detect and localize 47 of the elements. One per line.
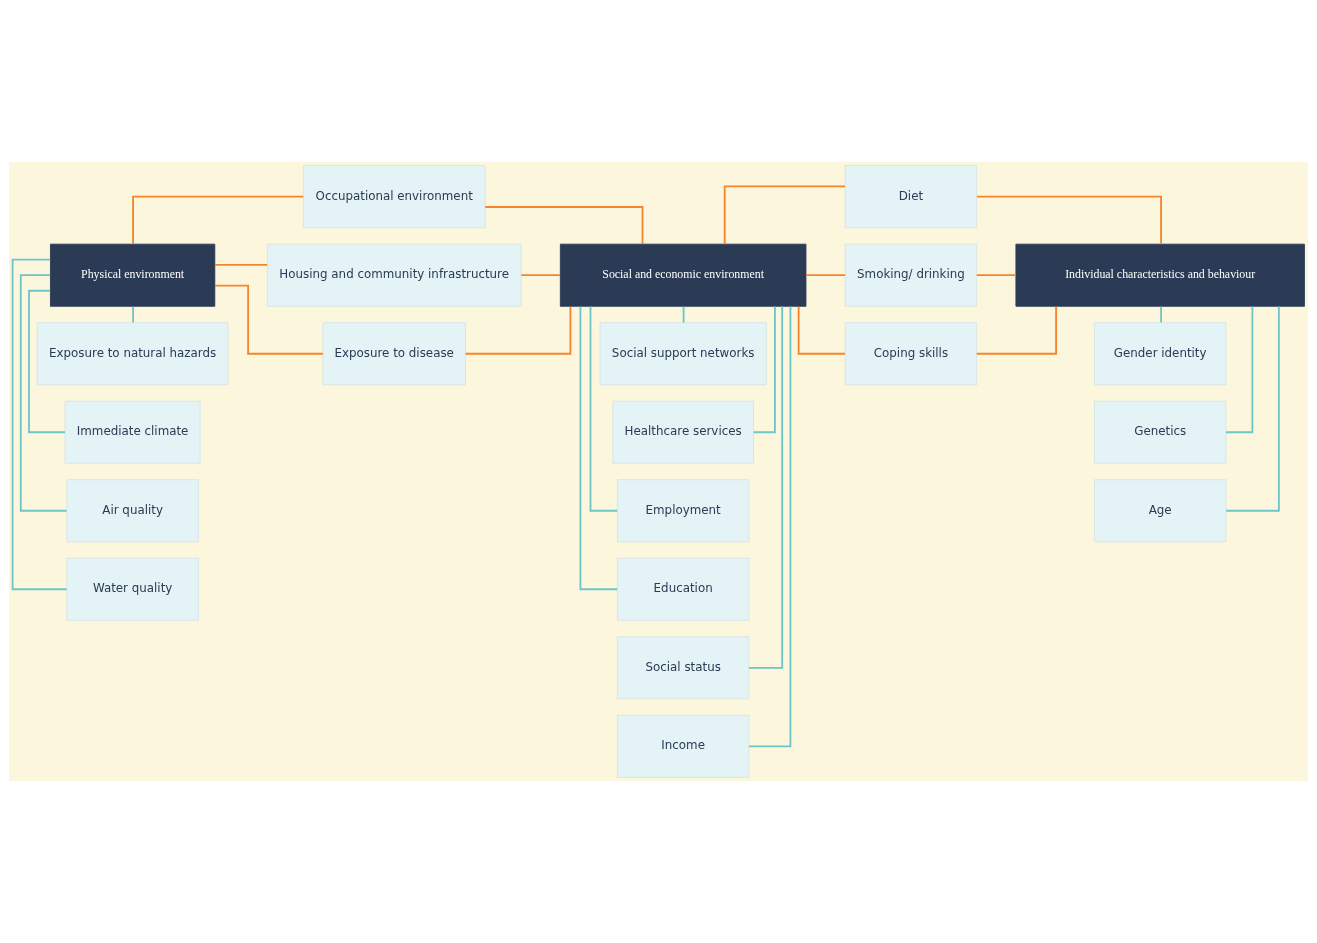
node-box: Age [1094,479,1227,543]
node-box: Gender identity [1094,322,1227,386]
node-box: Healthcare services [612,400,754,464]
node-box: Diet [844,165,978,229]
connector [589,305,619,512]
connector [19,274,68,512]
connector [748,305,792,748]
node-box: Individual characteristics and behaviour [1015,243,1305,307]
node-box: Exposure to natural hazards [36,322,229,386]
connector [975,305,1057,355]
connector [484,206,644,245]
connector [797,305,846,355]
connector [464,305,572,355]
connector [976,195,1162,245]
connector [132,305,134,324]
connector [214,284,324,355]
node-box: Social status [616,636,750,700]
node-box: Education [616,557,750,621]
connector [1225,305,1254,434]
connector [520,274,562,277]
connector [132,195,305,245]
node-box: Coping skills [844,322,978,386]
node-box: Income [616,714,750,778]
connector [1160,305,1162,324]
connector [748,305,784,669]
connector [28,289,66,434]
node-box: Immediate climate [64,400,201,464]
connector [975,274,1017,277]
node-box: Physical environment [50,243,216,307]
connector [579,305,619,591]
node-box: Occupational environment [302,165,486,229]
node-box: Social and economic environment [559,243,807,307]
node-box: Water quality [66,557,199,621]
connector [805,274,847,277]
connector [752,305,776,434]
node-box: Exposure to disease [322,322,466,386]
connector [214,263,269,266]
node-box: Social support networks [599,322,767,386]
connector [682,305,685,324]
node-box: Housing and community infrastructure [266,243,522,307]
node-box: Smoking/ drinking [844,243,978,307]
node-box: Air quality [66,479,199,543]
connector [1225,305,1280,512]
connector [11,258,68,591]
connector [723,185,846,246]
node-box: Employment [616,479,750,543]
node-box: Genetics [1094,400,1227,464]
